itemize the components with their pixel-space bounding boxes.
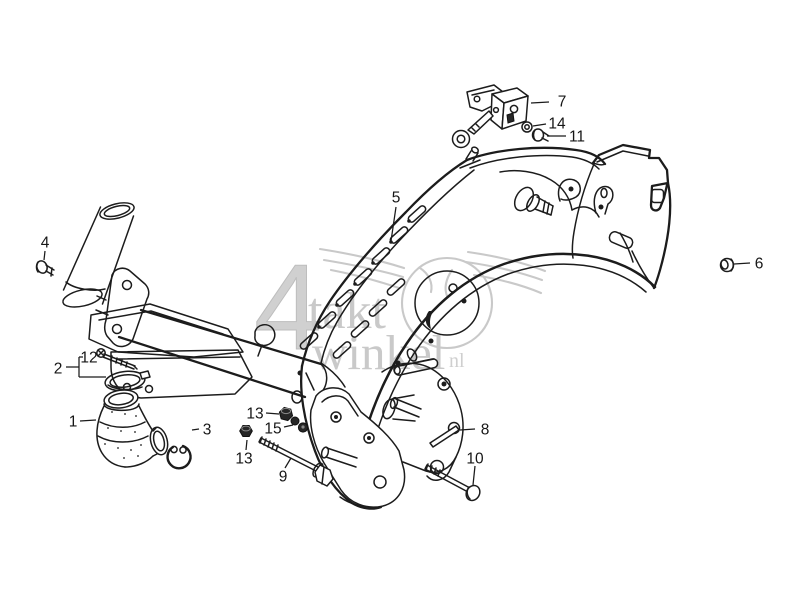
callout-number-13: 13 [246,405,263,422]
part-13-nut-lower [239,425,253,437]
part-4-bolt [35,260,55,277]
callout-number-8: 8 [481,421,490,438]
callout-leader-5 [390,206,397,242]
watermark-layer: 4 takt winkel nl [254,239,547,380]
part-12-clamp-screw [96,348,138,370]
callout-number-11: 11 [569,128,585,145]
part-10-long-bolt [424,463,481,502]
watermark-suffix-nl: nl [449,350,465,372]
callout-leader-3 [191,428,200,431]
part-11-screw [531,128,550,142]
part-15-washer-nut [290,416,309,433]
callout-leader-9 [284,457,292,469]
wheel-arch [350,252,657,495]
callout-leader-15 [283,424,294,428]
callout-number-12: 12 [80,349,97,366]
frame-illustration [62,143,672,510]
part-1-intake-elbow [96,389,169,468]
callout-leader-7 [530,101,550,104]
callout-leader-6 [733,262,751,265]
callout-leader-4 [43,250,46,261]
main-tube [117,308,346,399]
callout-number-14: 14 [548,115,566,132]
watermark-handlebar-art [318,247,547,298]
part-3-circlip [166,444,192,470]
callout-number-15: 15 [264,420,281,437]
loose-parts [35,84,735,502]
key-bow [451,129,471,149]
part-8-strip [429,425,460,448]
callout-number-13: 13 [235,450,252,467]
spine-vent-slots [299,205,427,359]
callout-number-10: 10 [466,450,484,467]
watermark-big-4: 4 [254,239,322,375]
rear-plate-and-tail [571,143,672,290]
watermark-headlight-circle [400,256,494,350]
rear-fender-details [499,169,614,218]
part-13-nut-upper [278,406,294,422]
elbow-texture-dots [104,411,142,459]
seat-hinge-bolt [513,186,535,212]
callout-number-9: 9 [279,468,288,485]
head-tube [62,202,135,308]
part-14-washer [521,121,533,133]
callout-number-7: 7 [558,93,567,110]
part-2-hose-clamp [104,370,151,392]
callout-leader-13 [265,412,280,415]
callout-leader-1 [79,419,97,422]
callout-number-2: 2 [54,360,63,377]
callout-leader-13 [245,439,248,451]
engine-hanger-bracket [309,362,464,508]
callout-number-6: 6 [755,255,764,272]
callout-number-3: 3 [203,421,212,438]
callout-number-5: 5 [392,189,401,206]
callout-leader-10 [472,465,476,486]
key-blade [467,110,494,135]
gusset-plates [88,303,276,399]
part-7-steering-lock [451,84,529,149]
callout-number-1: 1 [69,413,78,430]
head-tube-bracket [95,267,150,348]
center-circle-details [393,270,480,376]
part-6-grommet [719,257,735,273]
callout-leader-8 [459,428,476,431]
callout-number-4: 4 [41,234,50,251]
part-9-long-bolt [258,436,334,487]
callout-leader-14 [532,123,547,127]
